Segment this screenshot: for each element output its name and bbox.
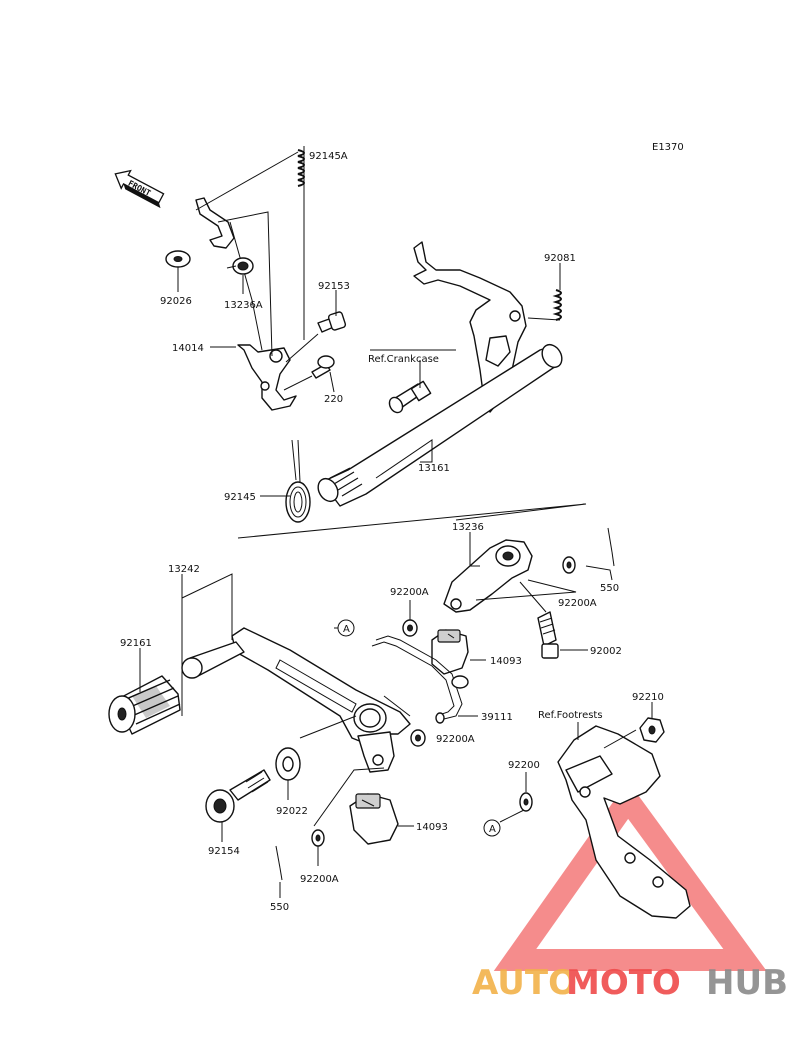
label-220: 220 [324,394,343,405]
pedal-rubber-92161 [108,675,181,735]
label-92002: 92002 [590,646,622,657]
washer-92026 [165,250,191,268]
watermark-auto: AUTO [472,963,577,1003]
label-92154: 92154 [208,846,240,857]
cotter-pin-550-top [607,527,615,567]
label-ref-a-right: A [489,824,496,835]
washer-92200 [519,792,533,812]
label-92153: 92153 [318,281,350,292]
crankcase-pin [388,380,432,414]
cotter-pin-550-bottom [275,845,283,881]
washer-92200A-low-mid [410,729,426,747]
pin-220 [311,355,335,379]
ref-circle-a-right [483,819,501,837]
label-ref-crankcase: Ref.Crankcase [368,354,439,365]
bolt-92153 [317,311,347,333]
watermark-text: AUTO MOTO HUB [472,963,788,1003]
label-ref-a-left: A [343,624,350,635]
watermark-logo [493,781,767,971]
label-14093-bottom: 14093 [416,822,448,833]
rod-end-14093-bottom [349,793,399,845]
label-92145: 92145 [224,492,256,503]
spring-92081 [527,276,562,321]
label-14014: 14014 [172,343,204,354]
watermark-moto: MOTO [566,963,681,1003]
diagram-code: E1370 [652,142,684,153]
label-14093-top: 14093 [490,656,522,667]
roller-13236A [232,257,254,275]
shift-arm-13236 [443,539,533,613]
footrest-bracket [557,725,691,919]
nut-92210 [639,717,665,743]
label-92200A-mid: 92200A [390,587,429,598]
pedal-lever-arm [357,731,395,773]
label-92081: 92081 [544,253,576,264]
watermark-hub: HUB [706,963,788,1003]
label-13161: 13161 [418,463,450,474]
shift-rod-39111 [371,635,469,724]
label-550-top: 550 [600,583,619,594]
bolt-92002 [537,611,559,659]
front-arrow-icon: FRONT [114,169,165,209]
label-550-bottom: 550 [270,902,289,913]
label-92022: 92022 [276,806,308,817]
label-92200A-top-right: 92200A [558,598,597,609]
stopper-bracket-14014 [195,197,297,411]
label-92161: 92161 [120,638,152,649]
label-92200A-bottom: 92200A [300,874,339,885]
washer-92200A-mid [402,619,418,637]
washer-92200A-bottom [311,829,325,847]
label-92145A: 92145A [309,151,348,162]
label-13236: 13236 [452,522,484,533]
label-92200: 92200 [508,760,540,771]
label-13236A: 13236A [224,300,263,311]
label-92200A-low-mid: 92200A [436,734,475,745]
label-39111: 39111 [481,712,513,723]
label-13242: 13242 [168,564,200,575]
washer-92200A-top-right [562,556,576,574]
spring-92145A [297,146,305,187]
peg-shaft [181,641,245,679]
label-92210: 92210 [632,692,664,703]
label-ref-footrests: Ref.Footrests [538,710,603,721]
ref-circle-a-left [337,619,355,637]
shift-shaft-13161 [317,343,563,507]
return-spring-92145 [285,439,311,523]
washer-92022 [275,747,301,781]
pivot-bolt-92154 [205,769,271,823]
shift-pedal-13242 [231,627,411,747]
label-92026: 92026 [160,296,192,307]
rod-end-14093-top [431,629,469,675]
